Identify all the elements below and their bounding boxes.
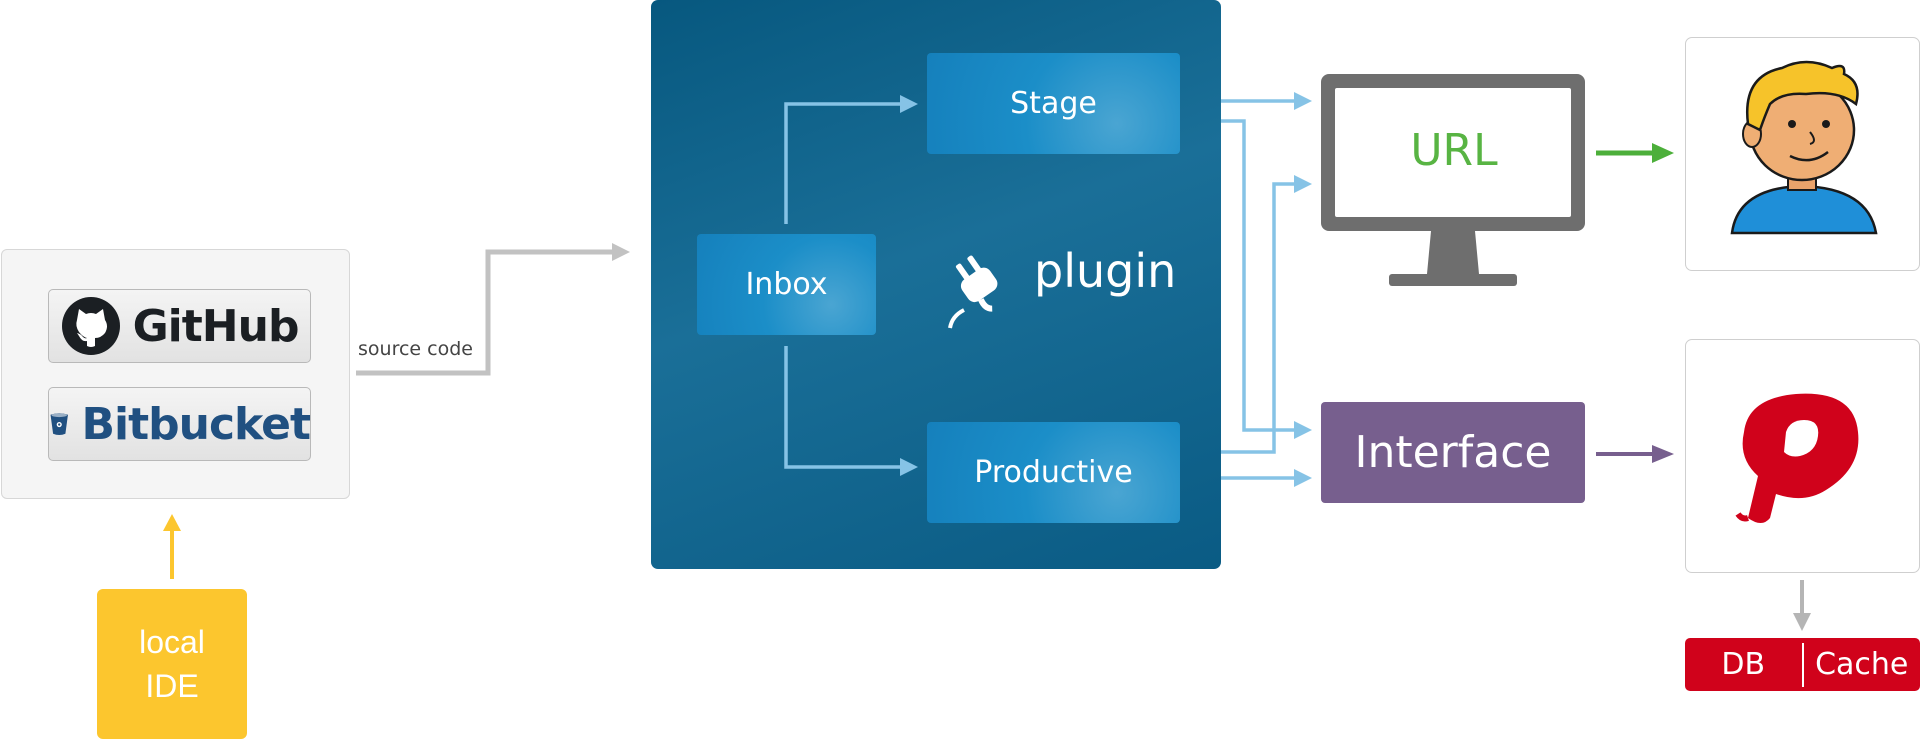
stage-box: Stage: [927, 53, 1180, 154]
ide-up-arrowhead: [163, 514, 181, 531]
db-cache-bar: DB Cache: [1685, 638, 1920, 691]
interface-label: Interface: [1354, 427, 1552, 478]
db-cache-divider: [1801, 642, 1804, 687]
productive-to-url-arrow: [1190, 182, 1296, 454]
interface-box: Interface: [1321, 402, 1585, 503]
bitbucket-bucket-icon: [50, 413, 68, 436]
source-code-arrow: [356, 249, 612, 376]
monitor-icon: [1321, 74, 1585, 286]
bitbucket-logo-button: Bitbucket: [48, 387, 311, 461]
source-code-arrowhead: [612, 243, 630, 261]
bitbucket-label: Bitbucket: [81, 398, 311, 450]
productive-label: Productive: [974, 455, 1133, 490]
source-code-label: source code: [358, 338, 473, 360]
local-ide-line1: local: [139, 624, 205, 660]
github-octocat-icon: [61, 297, 120, 355]
platform-logo-icon: [1735, 393, 1859, 523]
github-logo-button: GitHub: [48, 289, 311, 363]
plugin-label: plugin: [1034, 244, 1177, 298]
local-ide-line2: IDE: [145, 668, 199, 704]
local-ide-box: local IDE: [97, 589, 247, 739]
user-avatar-icon: [1730, 60, 1878, 235]
github-label: GitHub: [132, 300, 300, 352]
cache-label: Cache: [1815, 647, 1909, 682]
db-label: DB: [1721, 647, 1766, 682]
url-label: URL: [1410, 125, 1498, 176]
user-card: [1685, 37, 1920, 271]
platform-card: [1685, 339, 1920, 573]
plug-icon: [948, 255, 998, 329]
productive-box: Productive: [927, 422, 1180, 523]
stage-label: Stage: [1010, 86, 1097, 121]
inbox-label: Inbox: [745, 267, 828, 302]
inbox-box: Inbox: [697, 234, 876, 335]
